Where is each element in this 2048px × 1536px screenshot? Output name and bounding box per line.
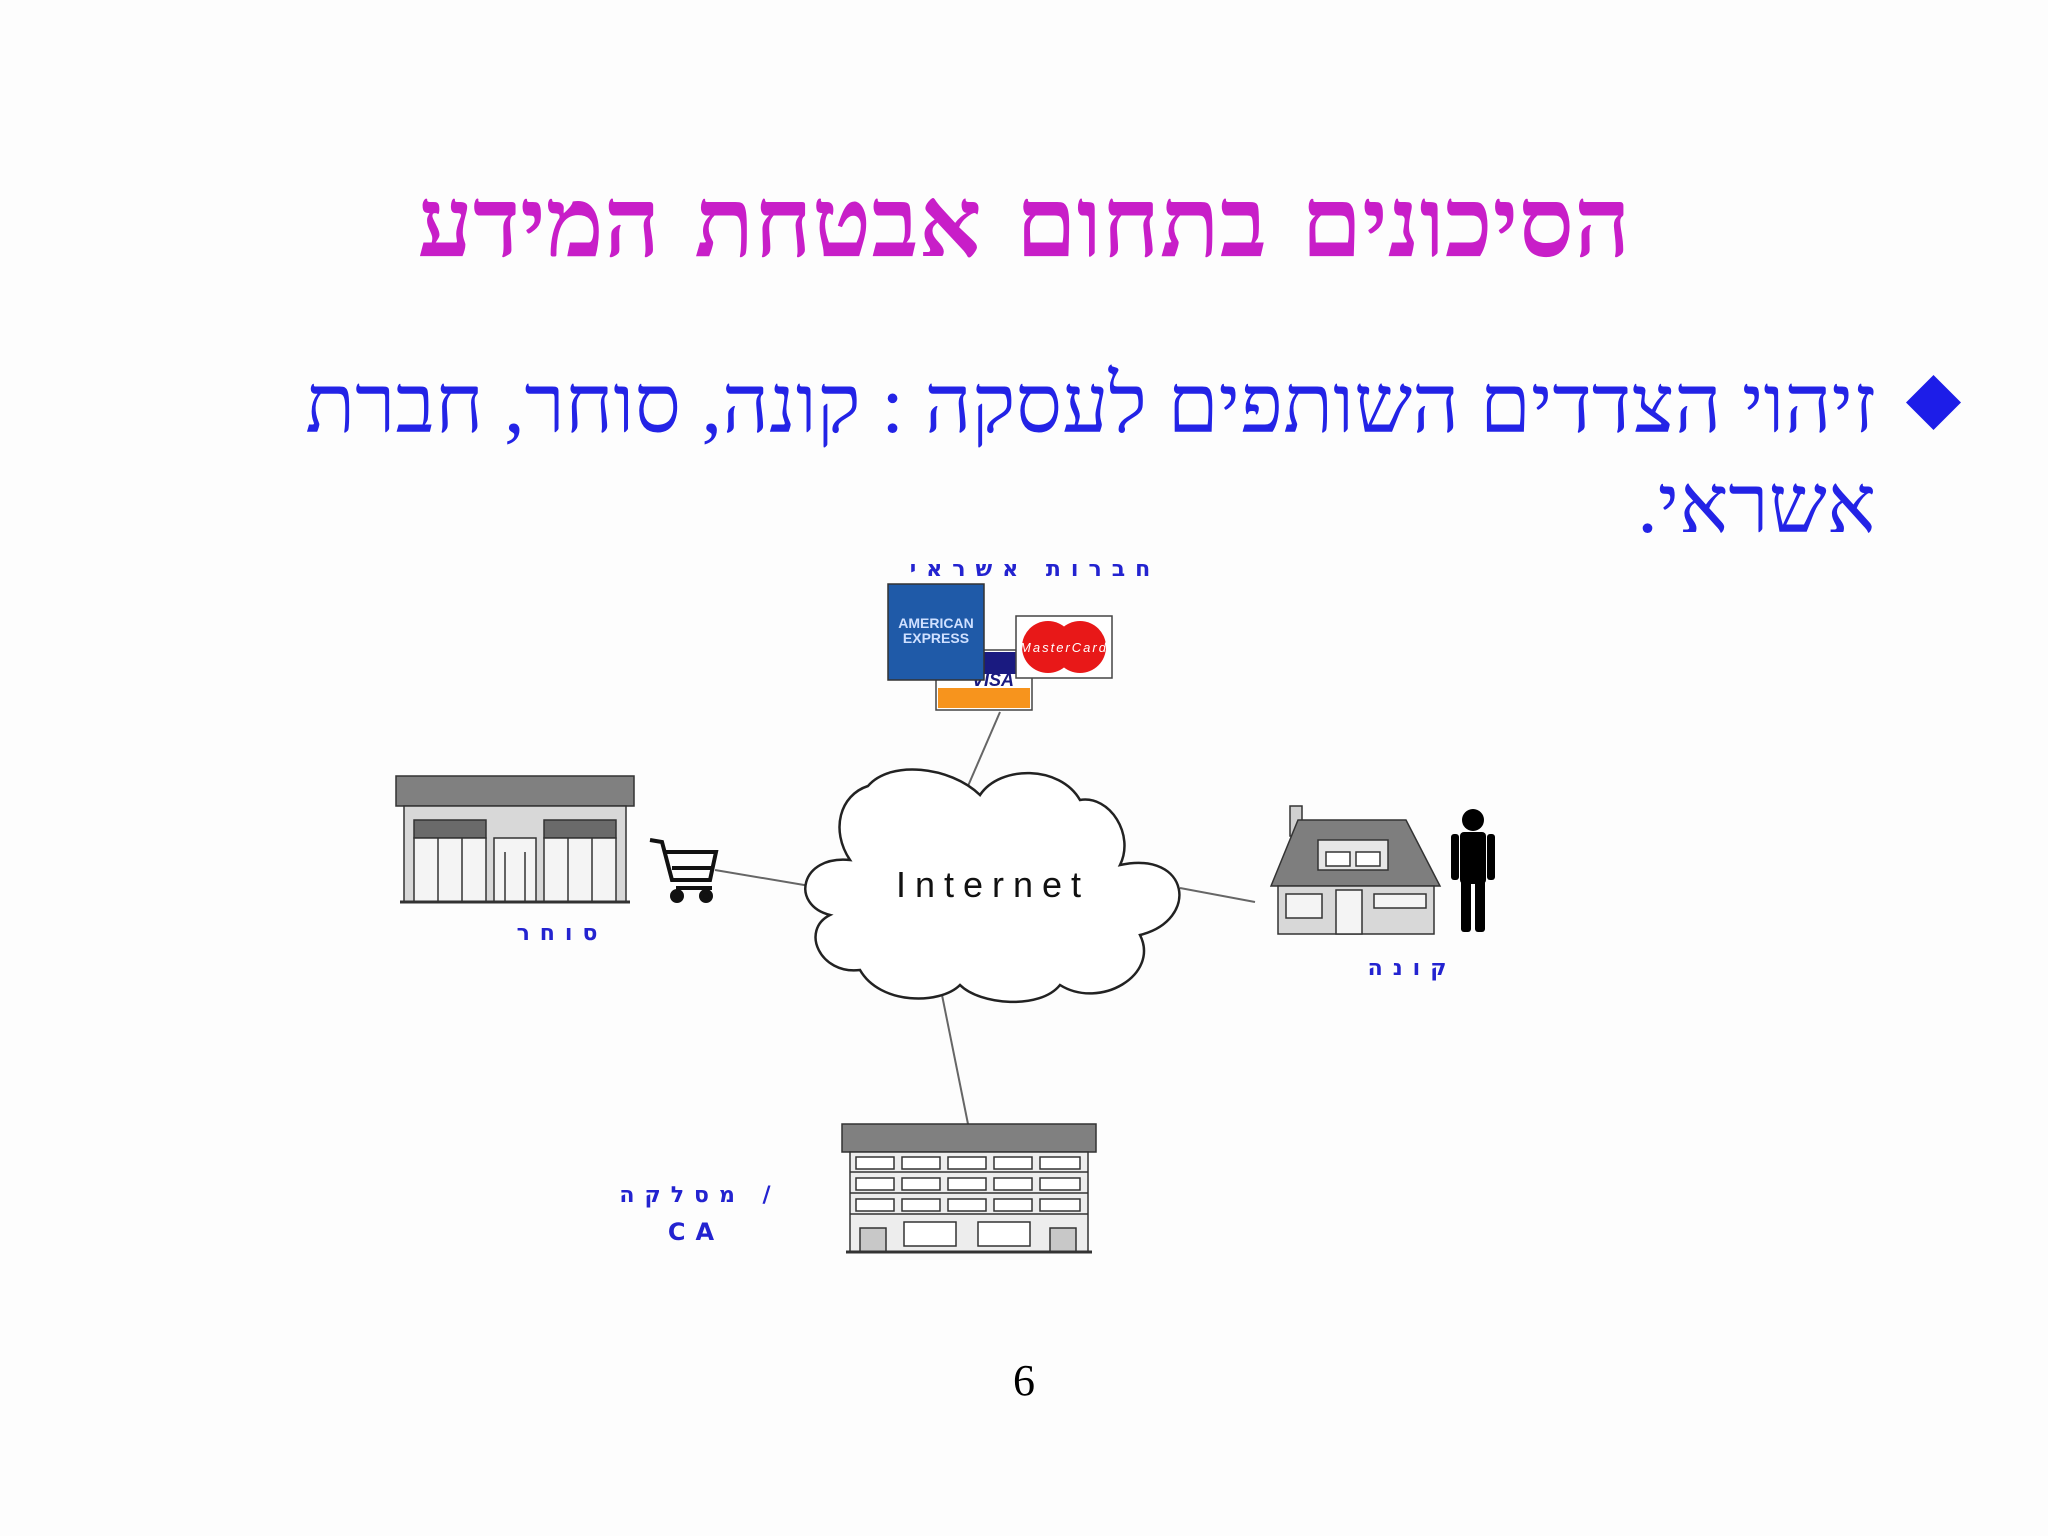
connector-ca xyxy=(941,994,969,1125)
ca-label-line2: CA xyxy=(668,1218,724,1246)
merchant-label: סוחר xyxy=(517,921,608,946)
house-icon xyxy=(1269,805,1442,935)
mastercard-label: MasterCard xyxy=(1020,640,1108,655)
connector-credit xyxy=(967,711,1001,787)
bullet-text: זיהוי הצדדים השותפים לעסקה : קונה, סוחר,… xyxy=(305,359,1876,550)
person-icon xyxy=(1451,809,1495,932)
page-number: 6 xyxy=(1013,1356,1035,1405)
amex-line1: AMERICAN xyxy=(898,615,973,631)
credit-companies-label: חברות אשראי xyxy=(910,557,1160,582)
connector-merchant xyxy=(714,869,811,887)
connector-buyer xyxy=(1179,887,1256,903)
internet-cloud-icon: Internet xyxy=(804,768,1181,1004)
diamond-bullet-icon xyxy=(1906,375,1961,430)
credit-cards-icon: VISA MasterCard AMERICAN EXPRESS xyxy=(887,583,1113,711)
amex-line2: EXPRESS xyxy=(903,630,969,646)
slide-title: הסיכונים בתחום אבטחת המידע xyxy=(417,165,1631,280)
ca-label-line1: / מסלקה xyxy=(619,1183,780,1208)
shopping-cart-icon xyxy=(649,838,719,903)
office-building-icon xyxy=(841,1123,1097,1254)
store-building-icon xyxy=(395,775,635,904)
bullet-item: זיהוי הצדדים השותפים לעסקה : קונה, סוחר,… xyxy=(256,355,1961,555)
internet-label: Internet xyxy=(896,864,1090,905)
buyer-label: קונה xyxy=(1368,956,1457,981)
